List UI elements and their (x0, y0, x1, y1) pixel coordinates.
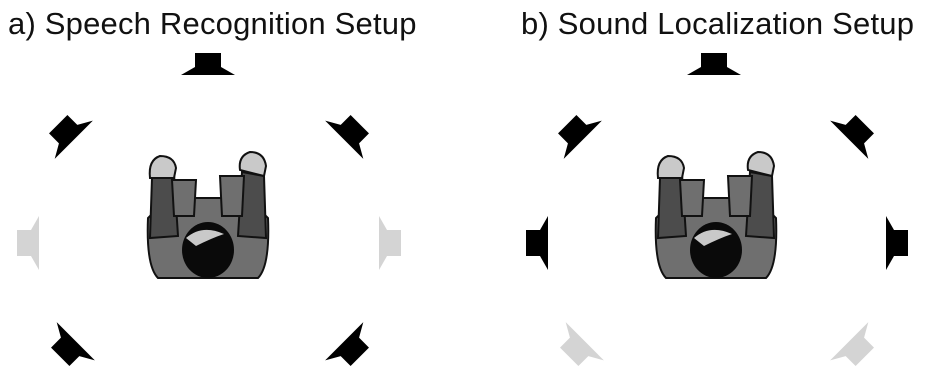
speaker-left (17, 216, 39, 270)
speaker-setup-diagram (526, 53, 908, 366)
speaker-front-right (325, 115, 369, 159)
speaker-back-left (51, 322, 95, 366)
seated-listener-icon (654, 150, 778, 279)
speaker-back-left (560, 322, 604, 366)
speaker-front-left (558, 115, 602, 159)
speaker-back-right (830, 322, 874, 366)
panel-speech-recognition: a) Speech Recognition Setup (0, 0, 464, 373)
speaker-front-right (830, 115, 874, 159)
speaker-right (886, 216, 908, 270)
seated-listener-icon (146, 150, 270, 279)
speaker-back-right (325, 322, 369, 366)
speaker-setup-diagram (17, 53, 401, 366)
panel-title: b) Sound Localization Setup (521, 6, 915, 41)
speaker-front-left (49, 115, 93, 159)
panel-title: a) Speech Recognition Setup (8, 6, 417, 41)
speaker-right (379, 216, 401, 270)
speaker-front (181, 53, 235, 75)
speaker-front (687, 53, 741, 75)
speaker-left (526, 216, 548, 270)
panel-sound-localization: b) Sound Localization Setup (465, 0, 929, 373)
